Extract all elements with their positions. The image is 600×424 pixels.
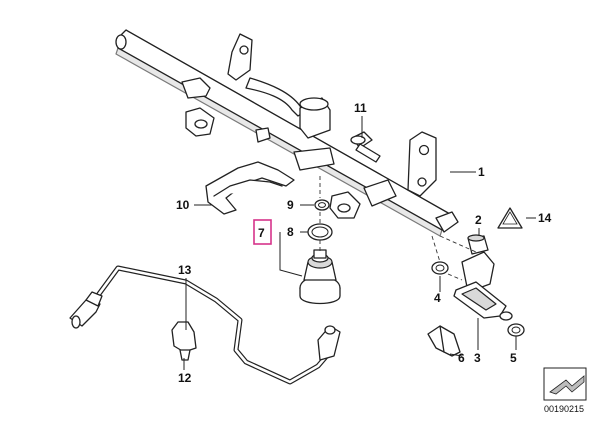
gasket[interactable] xyxy=(205,161,295,215)
vacuum-line[interactable] xyxy=(69,265,341,385)
callout-3[interactable]: 3 xyxy=(474,351,481,365)
callout-10[interactable]: 10 xyxy=(176,198,190,212)
selected-callout-box xyxy=(253,219,272,245)
fuel-injector[interactable] xyxy=(453,251,513,321)
bolt[interactable] xyxy=(350,131,381,163)
callout-5[interactable]: 5 xyxy=(510,351,517,365)
callout-2[interactable]: 2 xyxy=(475,213,482,227)
warning-label[interactable] xyxy=(497,207,523,229)
document-number: 00190215 xyxy=(544,404,584,414)
line-clip[interactable] xyxy=(171,321,197,361)
o-ring-large[interactable] xyxy=(307,223,333,241)
callout-7[interactable]: 7 xyxy=(258,226,265,240)
o-ring-small[interactable] xyxy=(314,199,330,211)
callout-9[interactable]: 9 xyxy=(287,198,294,212)
retaining-clip[interactable] xyxy=(427,325,461,357)
callout-14[interactable]: 14 xyxy=(538,211,552,225)
document-reference-icon xyxy=(543,367,587,401)
alignment-lines xyxy=(319,176,477,281)
fuel-pressure-regulator[interactable] xyxy=(299,249,341,305)
callout-4[interactable]: 4 xyxy=(434,291,441,305)
callout-12[interactable]: 12 xyxy=(178,371,192,385)
callout-13[interactable]: 13 xyxy=(178,263,192,277)
callout-1[interactable]: 1 xyxy=(478,165,485,179)
cap[interactable] xyxy=(467,234,489,255)
injector-seal-upper[interactable] xyxy=(431,261,449,275)
callout-6[interactable]: 6 xyxy=(458,351,465,365)
callout-11[interactable]: 11 xyxy=(354,101,367,115)
callout-8[interactable]: 8 xyxy=(287,225,294,239)
leader-lines xyxy=(183,116,536,370)
injector-seal-lower[interactable] xyxy=(507,323,525,337)
fuel-rail[interactable] xyxy=(115,29,459,237)
